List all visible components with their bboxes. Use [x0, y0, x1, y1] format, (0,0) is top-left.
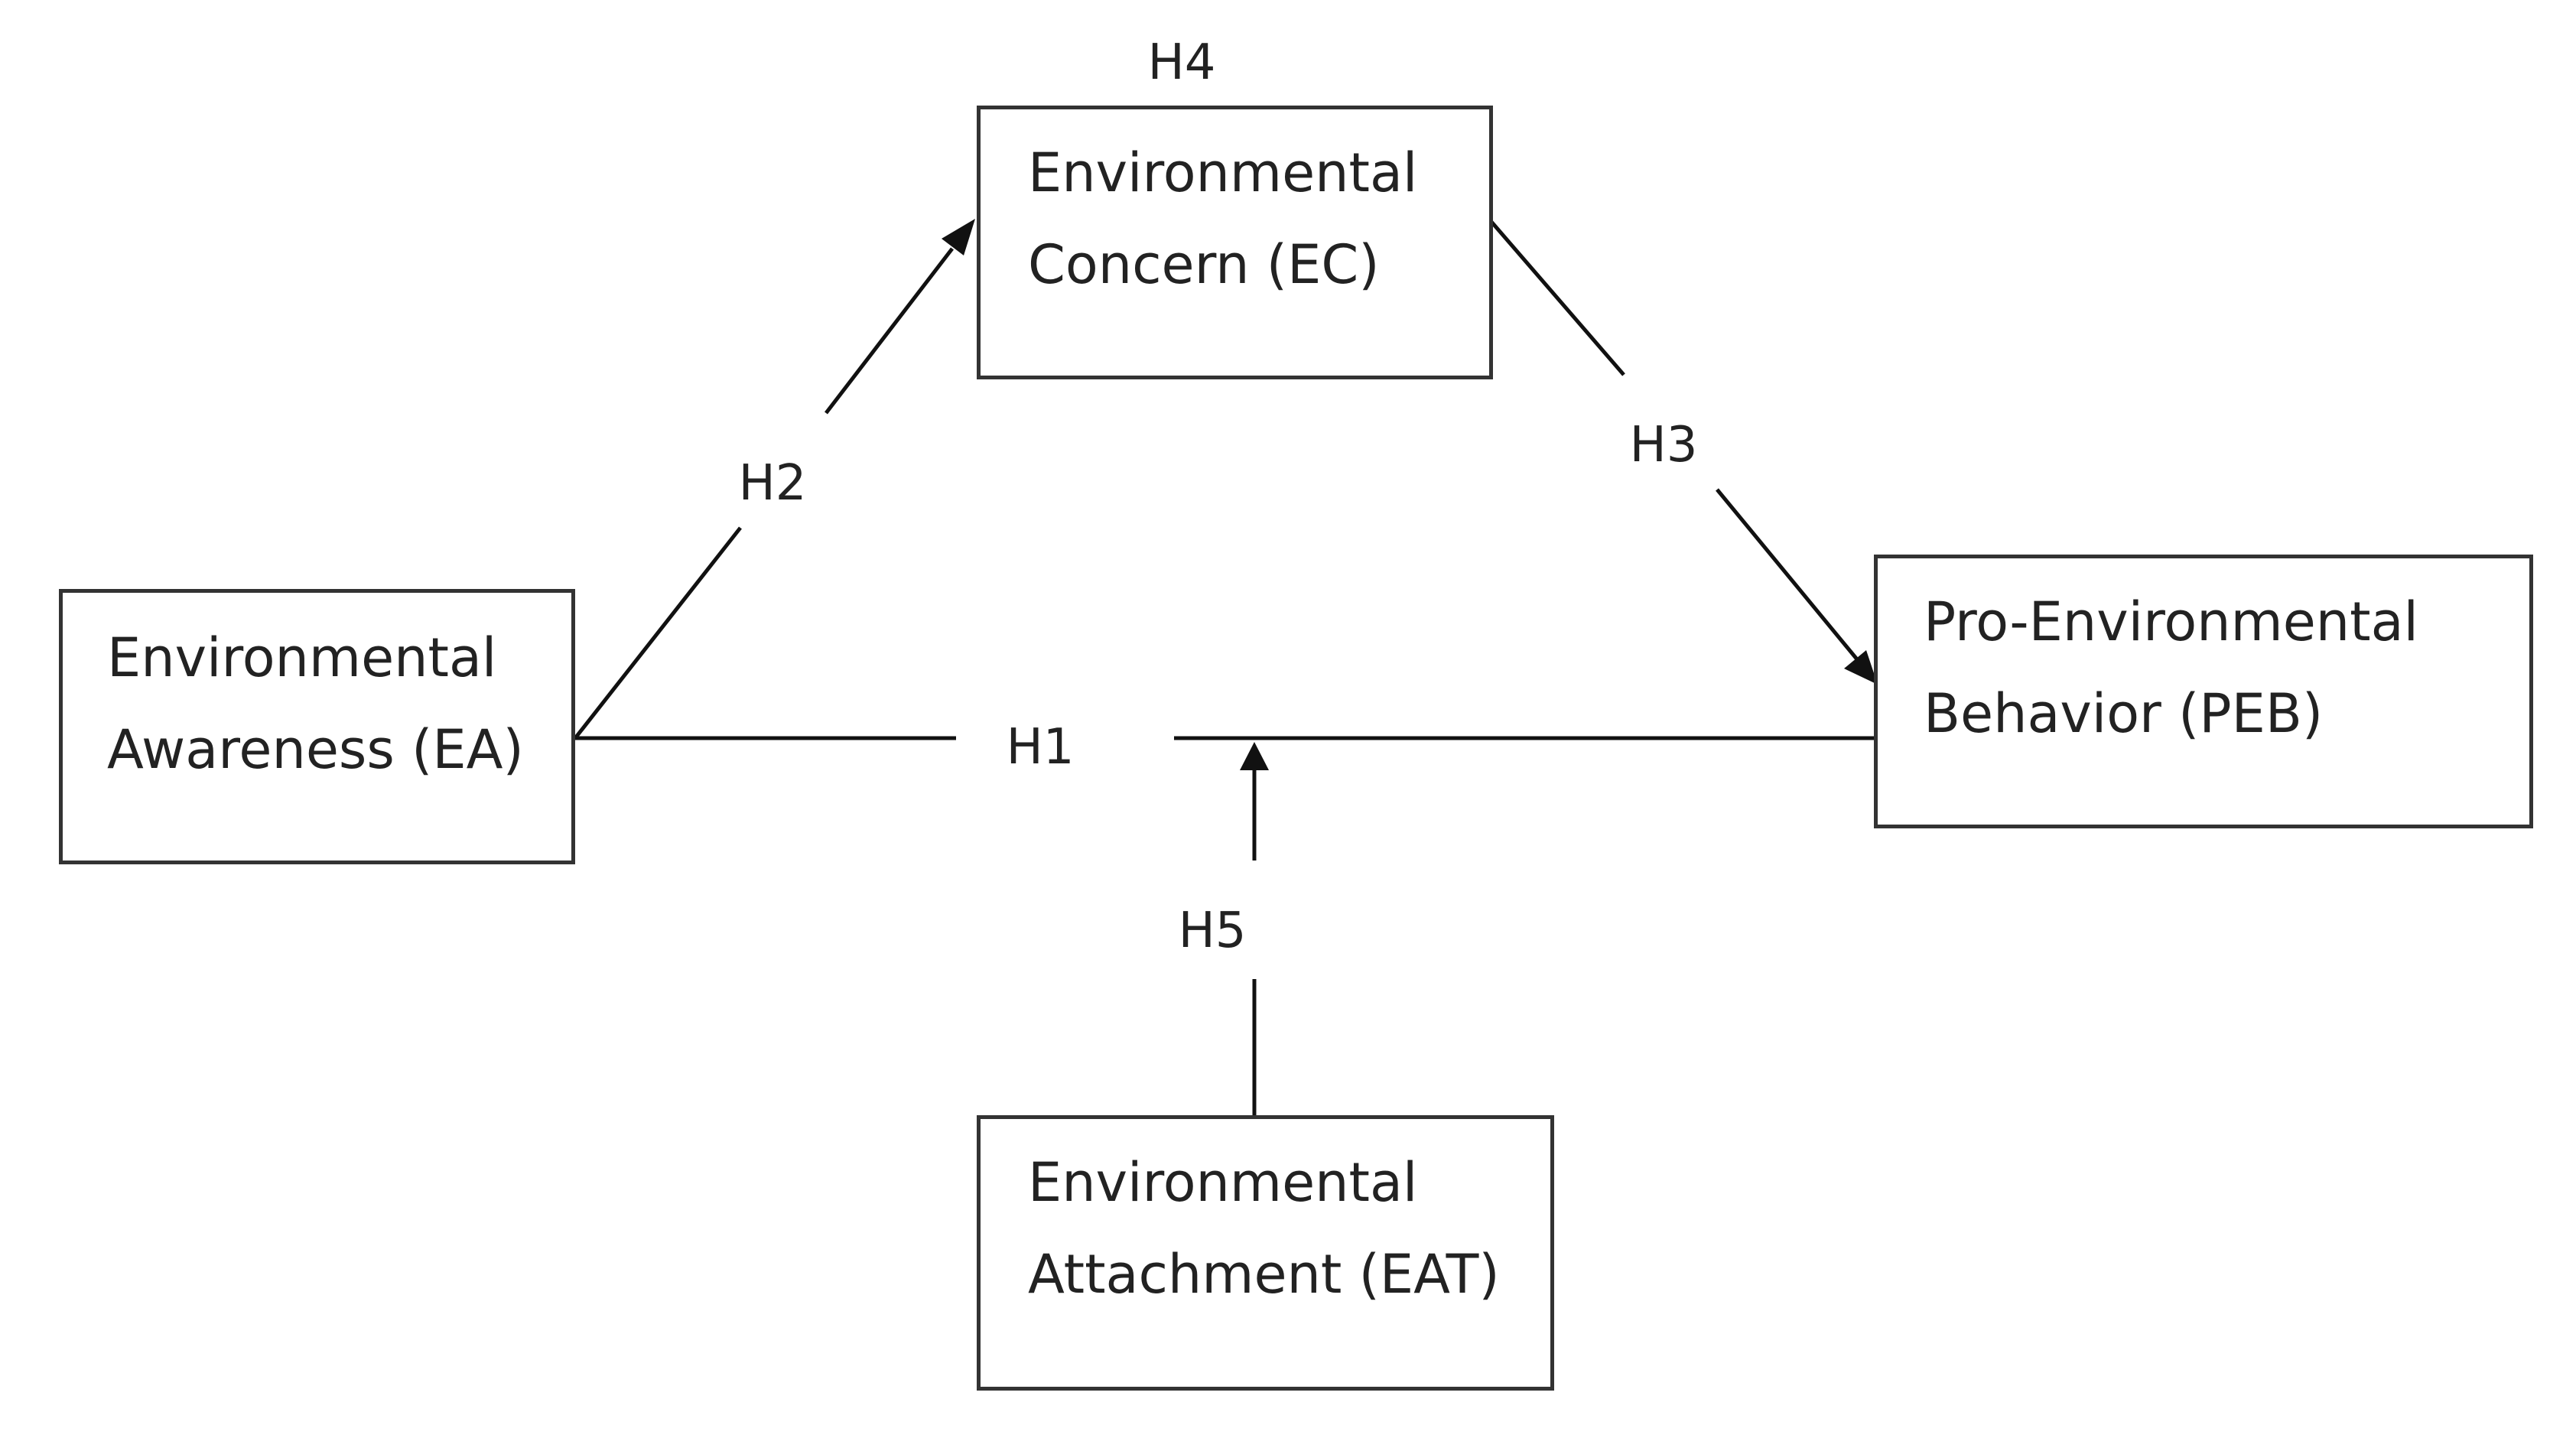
node-environmental-concern: Environmental Concern (EC)	[977, 106, 1493, 379]
path-h3-lower	[1716, 488, 1859, 661]
node-pro-environmental-behavior: Pro-Environmental Behavior (PEB)	[1874, 555, 2533, 828]
path-h2-lower	[574, 526, 742, 740]
node-ec-line1: Environmental	[1028, 142, 1418, 204]
arrowhead-h3	[1844, 650, 1878, 685]
node-ea-line1: Environmental	[107, 626, 497, 689]
node-ec-line2: Concern (EC)	[1028, 233, 1380, 296]
arrowhead-h5	[1240, 742, 1269, 770]
hypothesis-label-h3: H3	[1629, 417, 1698, 473]
path-h3-upper	[1490, 220, 1625, 376]
node-peb-line1: Pro-Environmental	[1924, 590, 2418, 653]
node-environmental-awareness: Environmental Awareness (EA)	[59, 589, 575, 864]
hypothesis-label-h2: H2	[738, 455, 807, 512]
node-environmental-attachment: Environmental Attachment (EAT)	[977, 1115, 1554, 1391]
node-eat-line1: Environmental	[1028, 1151, 1418, 1214]
hypothesis-label-h1: H1	[1006, 719, 1075, 776]
hypothesis-label-h4: H4	[1147, 34, 1216, 91]
node-ea-line2: Awareness (EA)	[107, 718, 524, 781]
hypothesis-label-h5: H5	[1178, 903, 1247, 959]
arrowhead-h2	[942, 219, 975, 255]
node-eat-line2: Attachment (EAT)	[1028, 1243, 1500, 1306]
path-h2-upper	[825, 247, 954, 415]
node-peb-line2: Behavior (PEB)	[1924, 682, 2324, 745]
